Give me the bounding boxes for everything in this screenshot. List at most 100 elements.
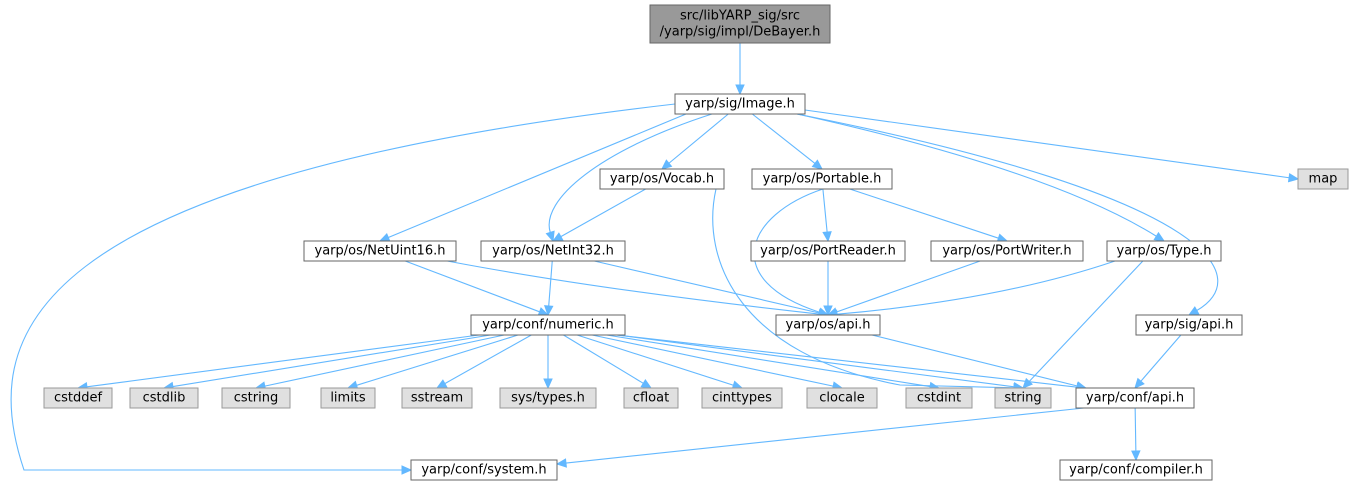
node-label: sys/types.h	[511, 391, 585, 406]
node-portreader[interactable]: yarp/os/PortReader.h	[750, 240, 906, 262]
edge-root-to-image	[735, 43, 745, 96]
nodes-layer: src/libYARP_sig/src/yarp/sig/impl/DeBaye…	[43, 4, 1349, 481]
edge-numeric-to-systypes	[543, 335, 553, 390]
edge-arrowhead	[551, 232, 564, 242]
edge-line	[548, 113, 713, 233]
edge-arrowhead	[543, 305, 554, 317]
node-system[interactable]: yarp/conf/system.h	[410, 459, 558, 481]
node-numeric[interactable]: yarp/conf/numeric.h	[470, 314, 626, 336]
edge-line	[796, 113, 1219, 311]
node-netint32[interactable]: yarp/os/NetInt32.h	[480, 240, 626, 262]
node-label: cstring	[234, 391, 278, 406]
node-box	[499, 387, 597, 409]
edge-line	[849, 188, 999, 239]
node-box	[751, 168, 893, 190]
node-label: yarp/os/Vocab.h	[610, 172, 714, 187]
edge-numeric-to-limits	[346, 334, 519, 390]
edge-line	[591, 334, 834, 387]
edge-line	[444, 334, 532, 385]
node-box	[43, 387, 113, 409]
node-box	[410, 459, 558, 481]
edge-arrowhead	[378, 232, 391, 242]
node-box	[303, 240, 457, 262]
edge-arrowhead	[1287, 172, 1300, 183]
node-map: map	[1297, 168, 1349, 190]
node-box	[1059, 459, 1213, 481]
node-portable[interactable]: yarp/os/Portable.h	[751, 168, 893, 190]
edge-image-to-system	[10, 103, 676, 475]
node-label: yarp/os/api.h	[786, 318, 871, 333]
node-label: cstdint	[917, 391, 961, 406]
node-root[interactable]: src/libYARP_sig/src/yarp/sig/impl/DeBaye…	[649, 4, 831, 44]
edge-numeric-to-clocale	[591, 334, 844, 391]
edge-netint32-to-numeric	[543, 260, 554, 317]
node-box	[470, 314, 626, 336]
node-box	[649, 4, 831, 44]
edge-line	[172, 334, 491, 388]
node-cstring: cstring	[221, 387, 291, 409]
node-sstream: sstream	[401, 387, 473, 409]
edge-line	[264, 334, 505, 387]
edge-line	[751, 113, 816, 164]
node-image[interactable]: yarp/sig/Image.h	[674, 93, 806, 115]
node-confapi[interactable]: yarp/conf/api.h	[1075, 387, 1195, 409]
node-label: yarp/os/PortReader.h	[760, 244, 896, 259]
node-vocab[interactable]: yarp/os/Vocab.h	[599, 168, 725, 190]
edges-layer	[10, 43, 1300, 475]
edge-line	[796, 113, 1157, 237]
node-label: cstddef	[54, 391, 103, 406]
edge-image-to-sigapi	[796, 113, 1219, 316]
edge-line	[388, 113, 687, 239]
node-sigapi[interactable]: yarp/sig/api.h	[1135, 314, 1243, 336]
node-label: yarp/os/NetInt32.h	[492, 244, 614, 259]
node-box	[775, 314, 881, 336]
edge-line	[563, 334, 644, 384]
edge-image-to-map	[804, 109, 1300, 183]
node-portwriter[interactable]: yarp/os/PortWriter.h	[930, 240, 1084, 262]
edge-numeric-to-cfloat	[563, 334, 653, 389]
node-osapi[interactable]: yarp/os/api.h	[775, 314, 881, 336]
edge-numeric-to-cstddef	[76, 334, 480, 392]
node-label: clocale	[819, 391, 864, 406]
node-clocale: clocale	[806, 387, 878, 409]
node-netuint16[interactable]: yarp/os/NetUint16.h	[303, 240, 457, 262]
node-box	[129, 387, 199, 409]
edge-line	[1028, 260, 1144, 382]
node-type[interactable]: yarp/os/Type.h	[1106, 240, 1222, 262]
edge-numeric-to-cstdint	[606, 334, 941, 392]
edge-confapi-to-system	[555, 407, 1085, 468]
edge-line	[594, 260, 820, 314]
edge-portable-to-portreader	[822, 188, 832, 243]
node-box	[930, 240, 1084, 262]
edge-arrowhead	[435, 379, 448, 389]
node-label: yarp/os/Type.h	[1117, 244, 1212, 259]
edge-numeric-to-cstring	[254, 334, 505, 391]
edge-line	[565, 407, 1085, 464]
edge-arrowhead	[545, 230, 555, 243]
edge-arrowhead	[1134, 377, 1145, 389]
node-label: limits	[330, 391, 366, 406]
node-box	[701, 387, 783, 409]
edge-line	[822, 188, 828, 233]
edge-type-to-osapi	[826, 260, 1116, 319]
edge-line	[548, 260, 553, 307]
node-cstdint: cstdint	[905, 387, 973, 409]
edge-line	[405, 260, 540, 313]
node-compiler[interactable]: yarp/conf/compiler.h	[1059, 459, 1213, 481]
edge-confapi-to-compiler	[1131, 407, 1141, 462]
node-label: /yarp/sig/impl/DeBayer.h	[660, 25, 821, 40]
edge-line	[836, 260, 981, 313]
node-box	[599, 168, 725, 190]
node-cstddef: cstddef	[43, 387, 113, 409]
edge-arrowhead	[543, 378, 553, 390]
node-box	[401, 387, 473, 409]
node-box	[994, 387, 1052, 409]
node-label: yarp/os/PortWriter.h	[942, 244, 1071, 259]
edge-image-to-vocab	[661, 113, 729, 170]
edge-line	[804, 109, 1290, 179]
node-label: sstream	[411, 391, 463, 406]
node-label: yarp/conf/compiler.h	[1069, 463, 1203, 478]
edge-numeric-to-confapi	[616, 334, 1088, 392]
node-label: yarp/sig/api.h	[1145, 318, 1234, 333]
